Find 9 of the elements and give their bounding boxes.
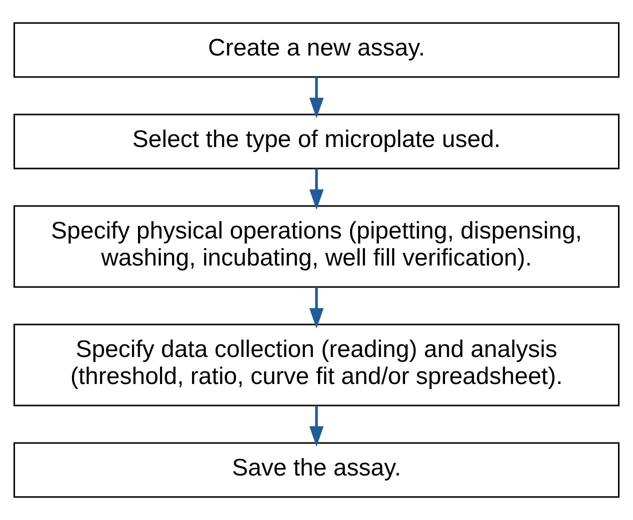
node-box: Save the assay. bbox=[14, 442, 620, 498]
arrow bbox=[309, 77, 324, 118]
node-box: Specify physical operations (pipetting, dispensing, washing, incubating, well fill verification). bbox=[14, 205, 620, 288]
node-box: Create a new assay. bbox=[14, 22, 620, 78]
arrow bbox=[309, 287, 324, 329]
node-box: Specify data collection (reading) and analysis (threshold, ratio, curve fit and/or spreadsheet). bbox=[14, 324, 620, 406]
node-box: Select the type of microplate used. bbox=[14, 114, 620, 170]
arrow bbox=[309, 168, 324, 210]
arrow bbox=[309, 406, 324, 447]
